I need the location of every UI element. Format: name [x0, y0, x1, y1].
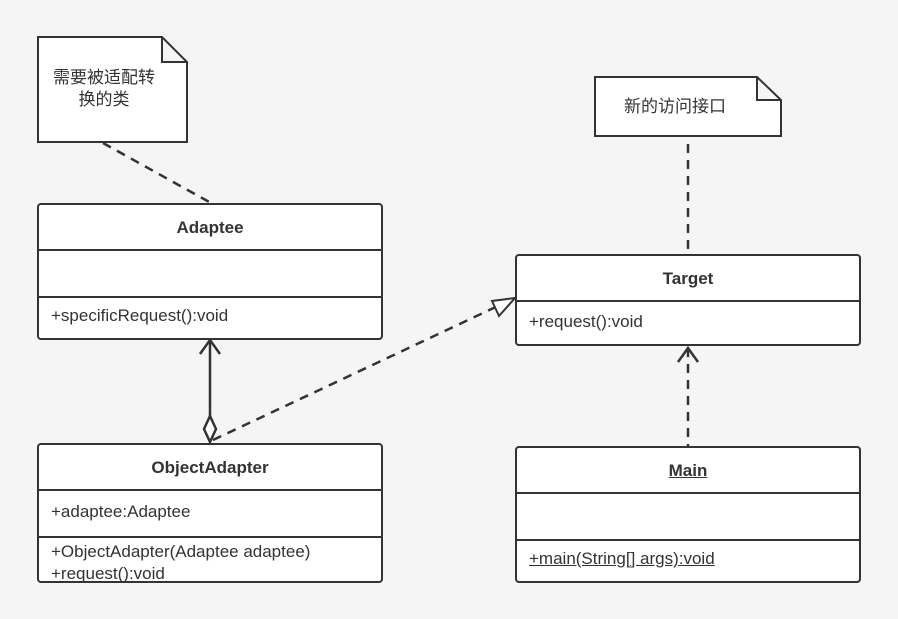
object-adapter-methods: +ObjectAdapter(Adaptee adaptee) +request… — [39, 536, 381, 585]
association-arrowhead — [198, 337, 222, 355]
realization-arrowhead — [490, 296, 518, 318]
target-note-shape — [594, 76, 782, 137]
main-methods: +main(String[] args):void — [517, 539, 859, 570]
object-adapter-attributes: +adaptee:Adaptee — [39, 491, 381, 536]
adaptee-note-shape — [37, 36, 188, 143]
target-methods: +request():void — [517, 302, 859, 333]
adaptee-methods: +specificRequest():void — [39, 296, 381, 327]
dependency-arrowhead — [676, 345, 700, 363]
object-adapter-method-1: +ObjectAdapter(Adaptee adaptee) — [51, 542, 311, 561]
target-class-name: Target — [517, 256, 859, 302]
realization-line — [212, 303, 501, 442]
aggregation-diamond — [202, 413, 218, 445]
adaptee-attributes — [39, 251, 381, 296]
object-adapter-method-2: +request():void — [51, 564, 165, 583]
target-note: 新的访问接口 — [624, 97, 726, 116]
object-adapter-class[interactable]: ObjectAdapter +adaptee:Adaptee +ObjectAd… — [37, 443, 383, 583]
adaptee-class-name: Adaptee — [39, 205, 381, 251]
main-class-name: Main — [517, 448, 859, 494]
object-adapter-attribute-1: +adaptee:Adaptee — [51, 502, 191, 521]
adaptee-class[interactable]: Adaptee +specificRequest():void — [37, 203, 383, 340]
adaptee-note: 需要被适配转 换的类 — [45, 67, 163, 111]
main-method-1: +main(String[] args):void — [529, 549, 715, 568]
target-class[interactable]: Target +request():void — [515, 254, 861, 346]
adaptee-note-line-1: 需要被适配转 — [53, 68, 155, 87]
adaptee-note-line-2: 换的类 — [78, 90, 130, 109]
object-adapter-class-name: ObjectAdapter — [39, 445, 381, 491]
adaptee-method-1: +specificRequest():void — [51, 306, 229, 325]
main-attributes — [517, 494, 859, 539]
adaptee-note-connector — [102, 141, 212, 205]
main-class[interactable]: Main +main(String[] args):void — [515, 446, 861, 583]
target-method-1: +request():void — [529, 312, 643, 331]
